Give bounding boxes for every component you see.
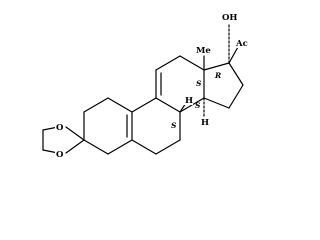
hydrogen-c8-label: H: [185, 96, 193, 106]
oxygen-top-label: O: [56, 123, 64, 133]
stereo-descriptors: R S S S: [171, 71, 221, 130]
ring-b: [131, 97, 181, 155]
stereo-c8-label: S: [171, 121, 177, 130]
substituents: [179, 24, 239, 119]
ring-a: [83, 97, 133, 155]
methyl-label: Me: [196, 46, 211, 56]
stereo-c17-label: R: [214, 71, 221, 80]
steroid-structure-diagram: O O OH Ac Me H H R S S S: [42, 11, 249, 160]
acetyl-label: Ac: [235, 39, 248, 49]
ring-d: [203, 62, 244, 109]
stereo-c14-label: S: [195, 101, 201, 110]
hydrogen-c14-label: H: [201, 118, 209, 128]
stereo-c13-label: S: [196, 79, 202, 88]
oxygen-bottom-label: O: [56, 150, 64, 160]
atom-labels: O O OH Ac Me H H: [55, 11, 249, 160]
hydroxyl-label: OH: [222, 13, 237, 23]
